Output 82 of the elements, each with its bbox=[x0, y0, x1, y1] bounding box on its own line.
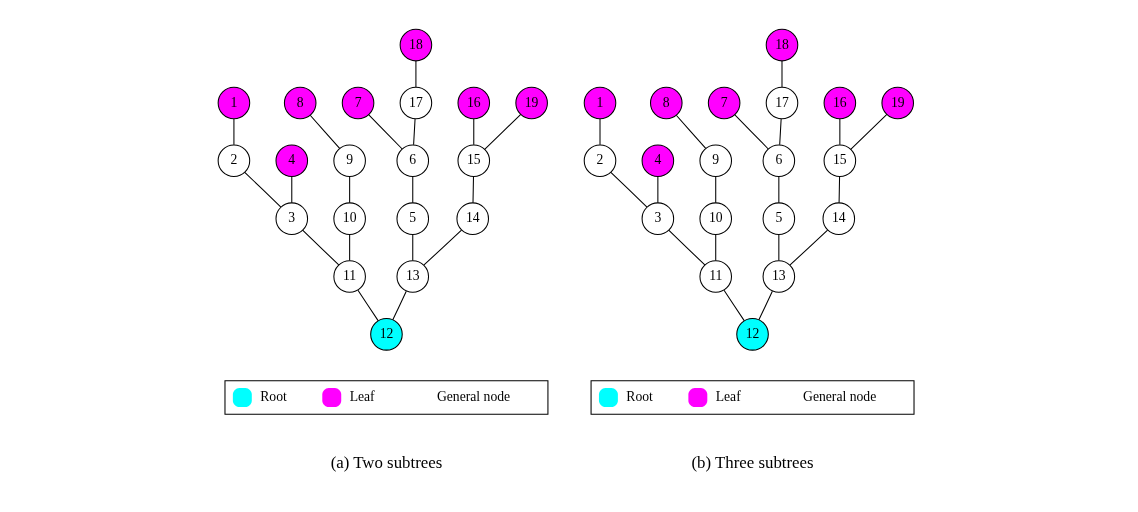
node-circle: 9 bbox=[332, 144, 366, 178]
connector bbox=[780, 60, 783, 88]
legend-label: General node bbox=[802, 389, 876, 405]
connector bbox=[609, 171, 647, 208]
node-circle: 10 bbox=[332, 202, 366, 235]
node-circle: 6 bbox=[395, 144, 429, 178]
node-circle: 3 bbox=[274, 202, 308, 235]
node-circle: 13 bbox=[762, 260, 795, 293]
connector bbox=[777, 234, 779, 262]
node-circle: 14 bbox=[822, 202, 855, 235]
node-circle: 18 bbox=[765, 28, 798, 62]
connector bbox=[348, 234, 350, 262]
connector bbox=[849, 113, 887, 150]
connector bbox=[789, 229, 828, 266]
connector bbox=[414, 60, 416, 88]
connector bbox=[675, 114, 706, 149]
node-circle: 15 bbox=[823, 144, 856, 178]
connector bbox=[356, 289, 379, 322]
node-circle: 11 bbox=[332, 260, 366, 293]
node-circle: 7 bbox=[341, 86, 374, 120]
connector bbox=[471, 176, 474, 204]
node-circle: 9 bbox=[698, 144, 732, 178]
node-circle: 16 bbox=[823, 86, 856, 120]
connector bbox=[838, 118, 840, 146]
node-circle: 5 bbox=[395, 202, 429, 235]
connector bbox=[290, 176, 292, 204]
connector bbox=[667, 229, 705, 266]
node-circle: 15 bbox=[456, 144, 490, 178]
label: (a) Two subtrees bbox=[330, 452, 442, 472]
connector bbox=[232, 118, 234, 146]
node-circle: 16 bbox=[456, 86, 490, 120]
connector bbox=[723, 289, 745, 322]
connector bbox=[714, 176, 716, 204]
node-circle: 7 bbox=[707, 86, 740, 120]
connector bbox=[483, 113, 521, 150]
label: (b) Three subtrees bbox=[690, 452, 814, 472]
node-circle: 2 bbox=[583, 144, 616, 178]
node-circle: 19 bbox=[880, 86, 914, 120]
connector bbox=[411, 176, 413, 204]
connector bbox=[472, 118, 474, 146]
connector bbox=[367, 114, 403, 150]
connector bbox=[423, 229, 462, 266]
connector bbox=[412, 118, 416, 146]
node-circle: 8 bbox=[283, 86, 316, 120]
legend-label: Root bbox=[259, 389, 287, 405]
node-circle: 12 bbox=[369, 318, 403, 351]
node-circle: 2 bbox=[217, 144, 250, 178]
connector bbox=[348, 176, 350, 204]
connector bbox=[656, 176, 658, 204]
node-circle: 4 bbox=[274, 144, 308, 178]
connector bbox=[301, 229, 339, 266]
node-circle: 10 bbox=[698, 202, 732, 235]
connector bbox=[733, 114, 769, 150]
connector bbox=[757, 290, 773, 321]
connector bbox=[599, 118, 601, 146]
node-circle: 17 bbox=[399, 86, 432, 120]
legend-label: Root bbox=[625, 389, 653, 405]
legend-label: General node bbox=[436, 389, 510, 405]
node-circle: 6 bbox=[762, 144, 795, 178]
connector bbox=[411, 234, 413, 262]
node-circle: 1 bbox=[583, 86, 616, 120]
connector bbox=[391, 290, 407, 321]
connector bbox=[778, 118, 782, 146]
legend-label: Leaf bbox=[715, 389, 741, 405]
node-circle: 19 bbox=[514, 86, 548, 120]
node-circle: 1 bbox=[217, 86, 250, 120]
connector bbox=[714, 234, 716, 262]
node-circle: 13 bbox=[395, 260, 429, 293]
node-circle: 12 bbox=[735, 318, 769, 351]
connector bbox=[838, 176, 840, 204]
node-circle: 8 bbox=[649, 86, 683, 120]
connector bbox=[309, 114, 340, 149]
legend-label: Leaf bbox=[349, 389, 375, 405]
node-circle: 14 bbox=[455, 202, 489, 235]
connector bbox=[243, 171, 281, 208]
node-circle: 3 bbox=[641, 202, 674, 235]
node-circle: 4 bbox=[641, 144, 674, 178]
node-circle: 18 bbox=[399, 28, 432, 62]
node-circle: 11 bbox=[698, 260, 732, 293]
node-circle: 17 bbox=[765, 86, 798, 120]
node-circle: 5 bbox=[762, 202, 795, 235]
connector bbox=[777, 176, 779, 204]
